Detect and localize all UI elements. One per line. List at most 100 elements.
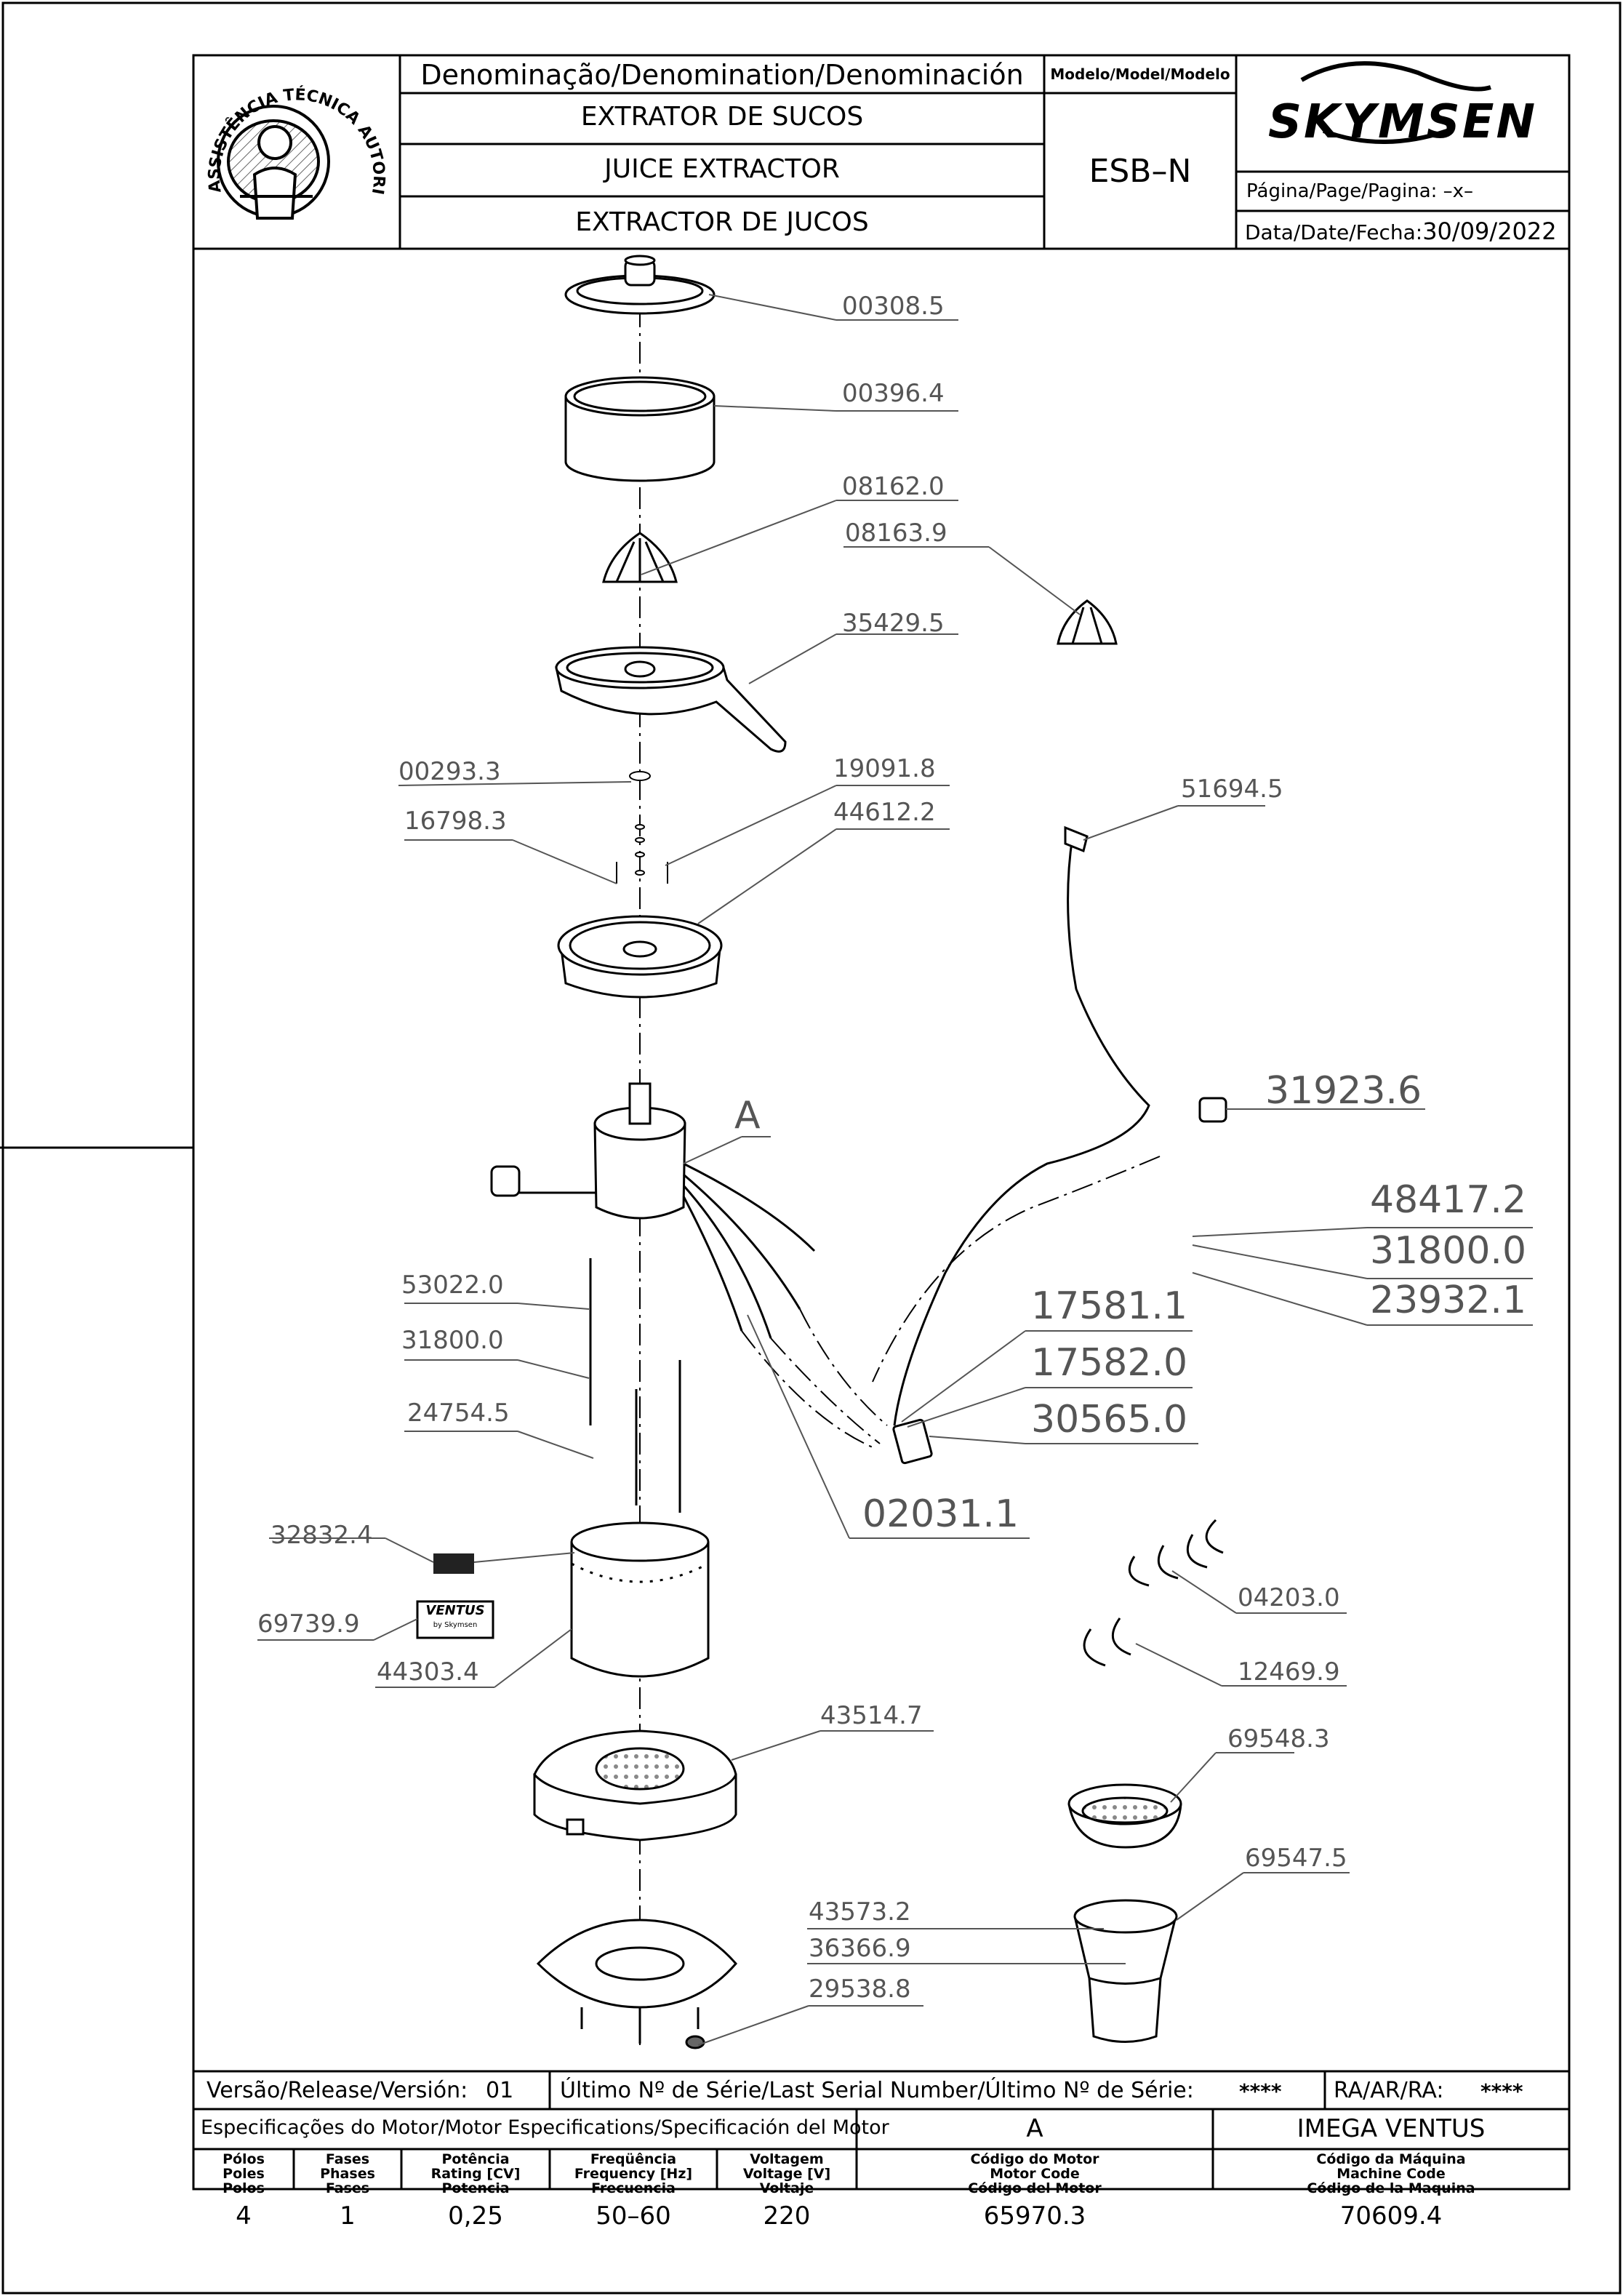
part-51694-5: 51694.5 [1181, 775, 1283, 804]
part-43514-7: 43514.7 [820, 1701, 923, 1730]
part-31923-6: 31923.6 [1265, 1069, 1422, 1113]
part-69548-3: 69548.3 [1227, 1724, 1330, 1753]
part-44612-2: 44612.2 [833, 798, 936, 827]
value-power: 0,25 [448, 2201, 503, 2231]
ra-value: **** [1480, 2079, 1523, 2103]
part-19091-8: 19091.8 [833, 754, 936, 783]
part-24754-5: 24754.5 [407, 1399, 510, 1428]
footer-grid [193, 2070, 1569, 2189]
release-value: 01 [486, 2078, 514, 2103]
tie-rods [589, 1258, 681, 1513]
ventus-badge-subtext: by Skymsen [433, 1621, 478, 1629]
leader-lines [257, 294, 1533, 2046]
part-43573-2: 43573.2 [809, 1897, 911, 1927]
part-04203-0: 04203.0 [1238, 1583, 1340, 1612]
brand-logo: SKYMSEN [1267, 95, 1538, 149]
value-frequency: 50–60 [596, 2201, 671, 2231]
serial-value: **** [1239, 2079, 1282, 2103]
part-29538-8: 29538.8 [809, 1975, 911, 2004]
part-02031-1: 02031.1 [862, 1492, 1019, 1536]
ventus-badge-text: VENTUS [425, 1603, 485, 1618]
authorized-service-seal [217, 105, 330, 220]
page-value: –x– [1443, 180, 1474, 202]
seal-text: ASSISTÊNCIA TÉCNICA AUTORIZADA [199, 47, 388, 243]
bottom-plate [536, 1919, 737, 2049]
part-08163-9: 08163.9 [845, 519, 947, 548]
part-17581-1: 17581.1 [1031, 1284, 1188, 1328]
seal-arc-textpath: ASSISTÊNCIA TÉCNICA AUTORIZADA [199, 47, 388, 196]
skymsen-logo-swoosh [1300, 61, 1491, 144]
clip-springs [1083, 1519, 1224, 1667]
seal-arc-text: ASSISTÊNCIA TÉCNICA AUTORIZADA [199, 47, 388, 196]
release-label: Versão/Release/Versión: [207, 2078, 468, 2103]
power-cord [893, 825, 1150, 1426]
part-48417-2: 48417.2 [1370, 1178, 1527, 1222]
value-phases: 1 [340, 2201, 356, 2231]
juice-cup [1073, 1899, 1178, 2043]
serial-label: Último Nº de Série/Last Serial Number/Úl… [560, 2078, 1194, 2103]
motor-spec-label: Especificações do Motor/Motor Especifica… [201, 2116, 889, 2139]
value-poles: 4 [236, 2201, 252, 2231]
rating-plate [433, 1553, 474, 1574]
detail-a-label: A [734, 1094, 761, 1137]
part-69739-9: 69739.9 [257, 1609, 360, 1639]
base-housing [533, 1729, 737, 1841]
part-16798-3: 16798.3 [404, 807, 507, 836]
page-label: Página/Page/Pagina: –x– [1246, 180, 1474, 202]
rocker-switch [892, 1418, 933, 1465]
reamer-small [1057, 599, 1118, 645]
model-label: Modelo/Model/Modelo [1050, 65, 1230, 83]
part-35429-5: 35429.5 [842, 609, 945, 638]
date-value: 30/09/2022 [1422, 217, 1557, 245]
value-motor-code: 65970.3 [983, 2201, 1086, 2231]
part-00308-5: 00308.5 [842, 292, 945, 321]
part-17582-0: 17582.0 [1031, 1341, 1188, 1385]
motor-assembly [490, 1082, 686, 1220]
cable-gland [1198, 1097, 1227, 1123]
cable-route [741, 1156, 1161, 1448]
svg-text:ASSISTÊNCIA TÉCNICA AUTORIZADA: ASSISTÊNCIA TÉCNICA AUTORIZADA [205, 61, 388, 196]
model-value: ESB–N [1089, 153, 1192, 190]
washers-screws [616, 771, 668, 884]
part-31800-0-left: 31800.0 [401, 1326, 504, 1355]
part-00396-4: 00396.4 [842, 379, 945, 408]
product-name-es: EXTRACTOR DE JUCOS [575, 207, 869, 237]
product-name-en: JUICE EXTRACTOR [604, 154, 840, 184]
ra-label: RA/AR/RA: [1334, 2078, 1444, 2103]
part-32832-4: 32832.4 [270, 1521, 373, 1550]
lid-part [564, 255, 716, 315]
strainer-basket [1067, 1783, 1182, 1849]
reamer-large [602, 532, 678, 583]
part-53022-0: 53022.0 [401, 1271, 504, 1300]
part-00293-3: 00293.3 [398, 757, 501, 786]
date-label: Data/Date/Fecha:30/09/2022 [1245, 217, 1557, 245]
part-30565-0: 30565.0 [1031, 1398, 1188, 1441]
motor-housing-cylinder [570, 1521, 710, 1678]
machine-name: IMEGA VENTUS [1297, 2114, 1486, 2143]
juice-bowl-spout [555, 646, 787, 753]
part-12469-9: 12469.9 [1238, 1657, 1340, 1687]
ring-part [564, 376, 716, 482]
value-voltage: 220 [763, 2201, 811, 2231]
part-44303-4: 44303.4 [377, 1657, 479, 1687]
motor-top-cover [557, 915, 723, 999]
part-36366-9: 36366.9 [809, 1934, 911, 1963]
part-23932-1: 23932.1 [1370, 1279, 1527, 1322]
value-machine-code: 70609.4 [1339, 2201, 1443, 2231]
part-31800-0-right: 31800.0 [1370, 1229, 1527, 1273]
denomination-label: Denominação/Denomination/Denominación [420, 59, 1024, 91]
product-name-pt: EXTRATOR DE SUCOS [580, 102, 864, 132]
motor-wires [519, 1162, 816, 1339]
motor-letter: A [1026, 2114, 1043, 2143]
part-08162-0: 08162.0 [842, 472, 945, 501]
part-69547-5: 69547.5 [1245, 1844, 1347, 1873]
title-block-grid [193, 55, 1569, 250]
